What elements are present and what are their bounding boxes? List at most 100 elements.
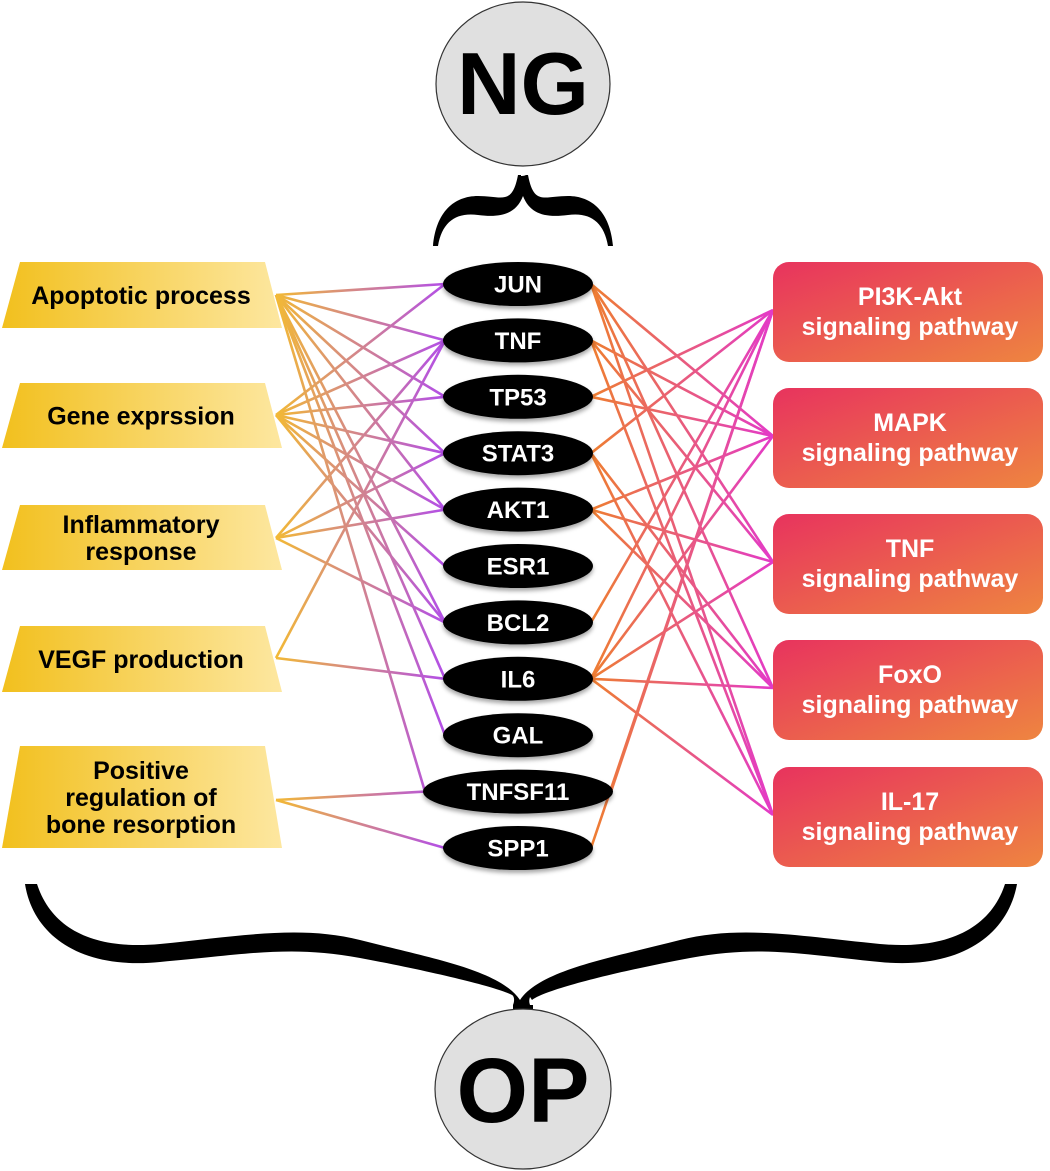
gene-node-tnfsf11: TNFSF11 bbox=[423, 769, 613, 814]
edge-apoptotic-tnfsf11 bbox=[274, 294, 427, 792]
gene-node-esr1: ESR1 bbox=[443, 544, 593, 588]
gene-label: BCL2 bbox=[487, 610, 550, 637]
pathway-label: PI3K-Akt bbox=[858, 283, 963, 311]
edge-gene-expression-tp53 bbox=[275, 395, 446, 417]
edge-jun-il17 bbox=[589, 283, 775, 816]
edge-apoptotic-il6 bbox=[274, 294, 447, 680]
term-shape bbox=[2, 383, 282, 448]
edge-apoptotic-gal bbox=[274, 294, 447, 736]
edge-gene-expression-akt1 bbox=[275, 413, 446, 511]
term-label: response bbox=[85, 538, 196, 566]
edge-apoptotic-bcl2 bbox=[274, 294, 447, 623]
pathway-label: signaling pathway bbox=[802, 691, 1019, 719]
edge-inflammatory-tnf bbox=[275, 339, 446, 539]
gene-label: TNF bbox=[495, 328, 542, 355]
gene-ellipse bbox=[443, 826, 593, 870]
gene-label: JUN bbox=[494, 272, 542, 299]
gene-ellipse bbox=[443, 656, 593, 701]
edge-il6-pi3k bbox=[589, 309, 775, 680]
gene-node-jun: JUN bbox=[443, 262, 593, 306]
gene-node-il6: IL6 bbox=[443, 656, 593, 701]
gene-label: STAT3 bbox=[482, 441, 554, 468]
edge-akt1-tnf bbox=[590, 508, 774, 564]
term-gene-edges bbox=[274, 282, 447, 850]
term-shape bbox=[2, 746, 282, 848]
edge-akt1-mapk bbox=[590, 434, 774, 511]
gene-node-gal: GAL bbox=[443, 713, 593, 758]
pathway-label: signaling pathway bbox=[802, 818, 1019, 846]
pathway-box bbox=[773, 262, 1043, 362]
edge-il6-tnf bbox=[590, 560, 774, 680]
gene-ellipse bbox=[443, 487, 593, 532]
gene-label: IL6 bbox=[501, 666, 536, 693]
term-node-gene-expression: Gene exprssion bbox=[2, 383, 282, 448]
gene-node-tp53: TP53 bbox=[443, 374, 593, 419]
pathway-label: signaling pathway bbox=[802, 313, 1019, 341]
edge-inflammatory-akt1 bbox=[275, 508, 446, 540]
gene-label: AKT1 bbox=[487, 497, 550, 524]
term-label: Apoptotic process bbox=[31, 282, 250, 310]
edge-stat3-il17 bbox=[589, 452, 775, 816]
pathway-box bbox=[773, 388, 1043, 488]
gene-label: GAL bbox=[493, 723, 544, 750]
edge-bone-spp1 bbox=[275, 798, 446, 850]
gene-node-tnf: TNF bbox=[443, 318, 593, 363]
term-shape bbox=[2, 626, 282, 692]
edge-tp53-pi3k bbox=[590, 308, 774, 398]
pathway-box bbox=[773, 514, 1043, 614]
edge-spp1-pi3k bbox=[589, 309, 775, 849]
edge-apoptotic-jun bbox=[275, 282, 446, 297]
pathway-label: MAPK bbox=[873, 409, 947, 437]
gene-ellipse bbox=[443, 262, 593, 306]
edge-apoptotic-akt1 bbox=[274, 294, 447, 511]
pathway-box bbox=[773, 640, 1043, 740]
gene-ellipse bbox=[443, 544, 593, 588]
edge-vegf-il6 bbox=[275, 656, 446, 681]
gene-ellipse bbox=[443, 374, 593, 419]
gene-node-akt1: AKT1 bbox=[443, 487, 593, 532]
ng-node: NG bbox=[435, 1, 611, 167]
term-shape bbox=[2, 505, 282, 570]
pathway-label: TNF bbox=[886, 535, 935, 563]
edge-apoptotic-tnf bbox=[275, 293, 446, 342]
edge-gene-expression-tnf bbox=[275, 339, 446, 417]
pathway-label: FoxO bbox=[878, 661, 942, 689]
term-label: Gene exprssion bbox=[47, 403, 235, 431]
gene-ellipse bbox=[423, 769, 613, 814]
term-label: Positive bbox=[93, 757, 189, 785]
edge-stat3-foxo bbox=[589, 452, 775, 689]
edge-jun-mapk bbox=[590, 283, 774, 437]
gene-label: TNFSF11 bbox=[467, 779, 570, 806]
term-label: regulation of bbox=[65, 784, 217, 812]
gene-label: TP53 bbox=[489, 384, 546, 411]
gene-ellipse bbox=[443, 431, 593, 476]
edge-gene-expression-esr1 bbox=[275, 414, 446, 567]
pathway-label: signaling pathway bbox=[802, 439, 1019, 467]
gene-ellipse bbox=[443, 600, 593, 645]
term-shape bbox=[2, 262, 282, 328]
pathway-label: IL-17 bbox=[881, 788, 939, 816]
edge-il6-foxo bbox=[590, 677, 774, 690]
edge-bcl2-pi3k bbox=[589, 309, 775, 624]
edge-vegf-tnf bbox=[274, 339, 447, 659]
edge-stat3-pi3k bbox=[590, 308, 774, 455]
edge-akt1-foxo bbox=[590, 508, 774, 689]
edge-apoptotic-stat3 bbox=[275, 294, 446, 455]
edge-il6-mapk bbox=[589, 435, 775, 680]
op-label: OP bbox=[457, 1040, 590, 1142]
gene-label: ESR1 bbox=[487, 554, 550, 581]
edge-jun-tnf bbox=[589, 283, 775, 563]
bottom-brace-icon bbox=[25, 884, 1017, 1012]
edge-apoptotic-tp53 bbox=[275, 293, 446, 398]
edge-bone-tnfsf11 bbox=[275, 790, 426, 802]
edge-gene-expression-jun bbox=[275, 282, 446, 417]
top-brace-icon bbox=[433, 175, 613, 246]
